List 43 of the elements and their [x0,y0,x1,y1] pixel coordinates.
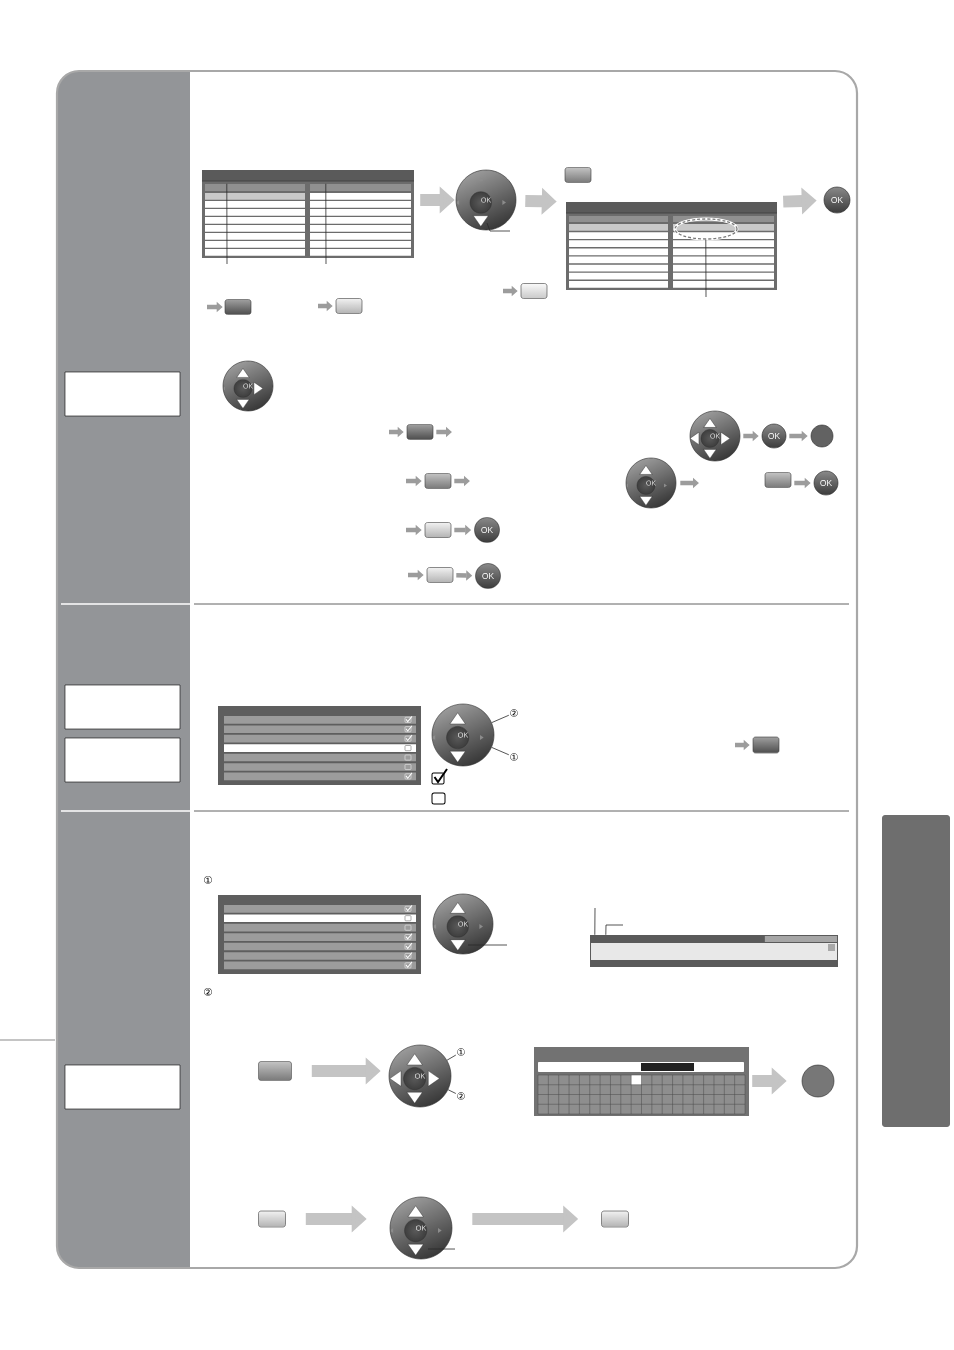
step-number: ② [457,1092,465,1100]
leader-line [705,239,707,298]
leader-line [491,747,510,756]
remote-button [335,298,363,314]
remote-button [601,1210,629,1228]
leader-line [605,924,624,936]
remote-button [258,1061,292,1081]
round-button [810,424,834,448]
step-number: ② [204,988,212,996]
step-number: ① [510,753,518,761]
leader-line [325,183,327,265]
leader-line [226,183,228,265]
menu-screen [201,170,415,258]
menu-screen [565,202,778,290]
ok-button: OK [474,517,500,543]
remote-button [224,299,252,315]
leader-line [427,1248,456,1250]
leader-line [486,222,511,232]
leader-line [467,944,508,946]
keyboard-screen [534,1047,749,1116]
remote-button [424,473,452,489]
leader-line [446,1054,457,1061]
info-bar-screen [590,935,838,967]
ok-button: OK [813,470,839,496]
remote-button [426,567,454,583]
remote-button [258,1210,286,1228]
leader-line [594,907,596,936]
step-number: ① [457,1048,465,1056]
round-button [801,1064,835,1098]
leader-line [447,1089,457,1094]
remote-button [752,736,780,754]
remote-button [424,522,452,538]
remote-button [520,283,548,299]
side-tab [882,815,950,1127]
ok-button: OK [823,186,851,214]
ok-button: OK [761,423,787,449]
remote-button [564,167,592,183]
leader-line [491,714,510,723]
step-number: ② [510,709,518,717]
remote-button [406,424,434,440]
ok-button: OK [475,563,501,589]
step-number: ① [204,876,212,884]
remote-button [764,472,792,488]
